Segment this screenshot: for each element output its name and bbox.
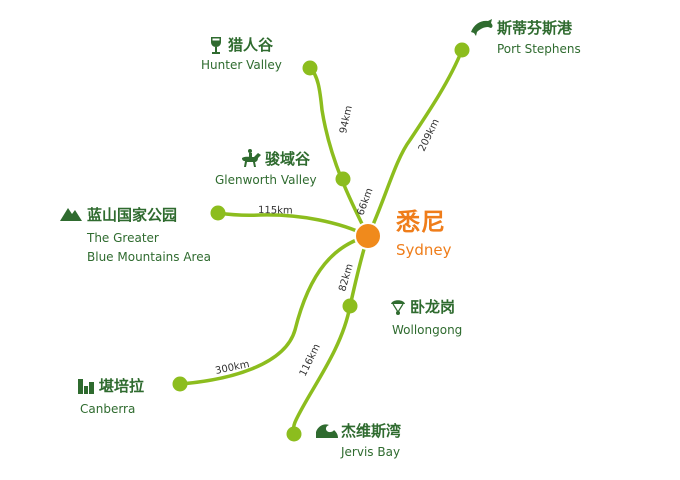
dest-name-zh-hunter-valley: 猎人谷 [228,36,274,54]
dest-name-zh-wollongong: 卧龙岗 [410,298,456,316]
dest-name-en-blue-mountains-line2: Blue Mountains Area [87,250,211,264]
route-port-stephens [366,48,464,238]
wave-icon [316,424,338,438]
dest-name-en-jervis-bay: Jervis Bay [341,445,401,459]
city-buildings-icon [78,379,94,394]
dest-name-zh-jervis-bay: 杰维斯湾 [341,422,402,440]
dot-hunter-valley [302,60,318,76]
dot-glenworth-valley [335,171,351,187]
mountain-icon [60,208,82,221]
route-jervis-bay [291,234,370,436]
dest-name-zh-canberra: 堪培拉 [99,377,145,395]
dest-name-en-wollongong: Wollongong [392,323,463,337]
dot-wollongong [342,298,358,314]
distance-glenworth-valley: 66km [355,187,375,217]
distance-blue-mountains: 115km [258,205,293,217]
dest-name-en-blue-mountains-line1: The Greater [87,231,159,245]
dest-name-en-hunter-valley: Hunter Valley [201,58,282,72]
hub-name-zh: 悉尼 [396,208,446,236]
wine-glass-icon [211,37,221,54]
paraglider-icon [391,300,405,315]
dot-canberra [172,376,188,392]
route-blue-mountains [216,211,370,238]
dot-blue-mountains [210,205,226,221]
dolphin-icon [471,19,493,36]
dest-name-zh-port-stephens: 斯蒂芬斯港 [497,19,573,37]
dest-name-zh-blue-mountains: 蓝山国家公园 [87,206,178,224]
horse-rider-icon [242,149,261,167]
dest-name-en-canberra: Canberra [80,402,136,416]
route-hunter-valley [308,66,370,238]
distance-hunter-valley: 94km [338,105,355,135]
distance-jervis-bay: 116km [298,342,323,378]
sydney-hub-dot [354,222,382,250]
dest-name-en-port-stephens: Port Stephens [497,42,581,56]
dot-jervis-bay [286,426,302,442]
hub-name-en: Sydney [396,241,452,259]
dot-port-stephens [454,42,470,58]
dest-name-en-glenworth-valley: Glenworth Valley [215,173,317,187]
route-canberra [178,234,370,386]
dest-name-zh-glenworth-valley: 骏域谷 [265,150,311,168]
